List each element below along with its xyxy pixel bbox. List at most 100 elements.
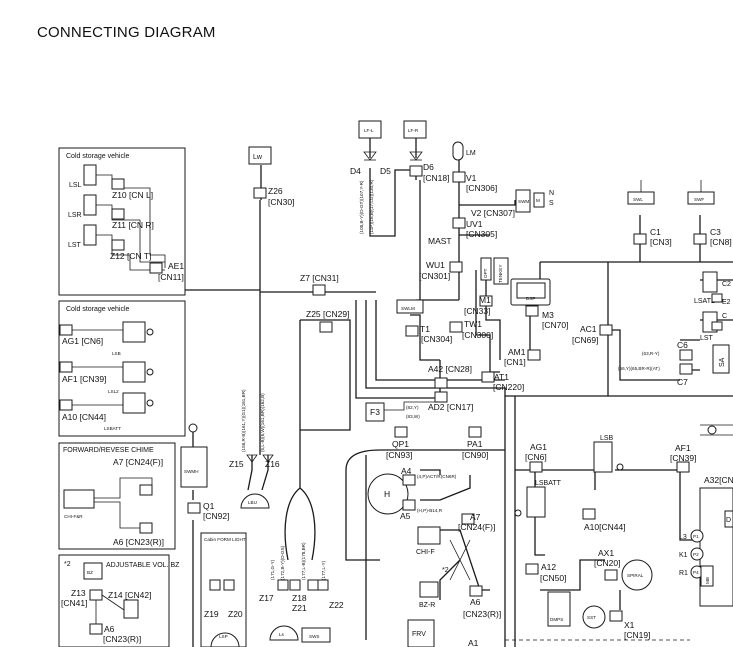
svg-text:PA1: PA1 xyxy=(467,439,483,449)
svg-text:SPIRAL: SPIRAL xyxy=(627,573,644,578)
ae1-connector: [CN11] xyxy=(158,272,184,282)
ae1-label: AE1 xyxy=(168,261,184,271)
ag1-left-label: AG1 [CN6] xyxy=(62,336,103,346)
chime-box: FORWARD/REVESE CHIME CHI-F&R A7 [CN24(F)… xyxy=(58,442,176,550)
svg-text:Z18: Z18 xyxy=(292,593,307,603)
svg-text:TENKEY: TENKEY xyxy=(498,265,503,283)
svg-text:(177,L-Y): (177,L-Y) xyxy=(321,560,326,580)
star-note: *2 xyxy=(64,561,71,568)
svg-text:SWF: SWF xyxy=(694,197,704,202)
svg-text:SA: SA xyxy=(719,357,726,367)
svg-text:TW1: TW1 xyxy=(464,319,482,329)
svg-text:R1: R1 xyxy=(679,570,688,577)
sst-sensor: SST X1 [CN19] xyxy=(582,605,650,640)
svg-text:A1: A1 xyxy=(468,638,479,647)
lsbatt-switch: LSBATT A10[CN44] xyxy=(514,480,626,532)
svg-text:[CN23(R)]: [CN23(R)] xyxy=(463,609,501,619)
svg-text:A7: A7 xyxy=(470,512,481,522)
lsl2-label: LSL2 xyxy=(108,389,119,394)
svg-text:Z26: Z26 xyxy=(268,186,283,196)
svg-text:[CN305]: [CN305] xyxy=(466,229,497,239)
svg-text:(H,P)-B14,R: (H,P)-B14,R xyxy=(417,508,443,513)
svg-text:[CN6]: [CN6] xyxy=(525,452,547,462)
svg-text:(4,P)ACT/R(CN6R): (4,P)ACT/R(CN6R) xyxy=(417,474,457,479)
v2-sw-block: SWM M S N V2 [CN307] xyxy=(471,189,554,218)
svg-text:AC1: AC1 xyxy=(580,324,597,334)
svg-text:[CN24(F)]: [CN24(F)] xyxy=(458,522,495,532)
svg-text:[CN30]: [CN30] xyxy=(268,197,294,207)
svg-text:[CN90]: [CN90] xyxy=(462,450,488,460)
cold-storage-box-2: Cold storage vehicle AG1 [CN6] AF1 [CN39… xyxy=(58,300,186,437)
af1-left-label: AF1 [CN39] xyxy=(62,374,106,384)
svg-text:[CN18]: [CN18] xyxy=(423,173,449,183)
svg-text:LSBATT: LSBATT xyxy=(535,480,562,487)
svg-text:C2: C2 xyxy=(722,281,731,288)
svg-text:A42 [CN28]: A42 [CN28] xyxy=(428,364,472,374)
svg-text:Z17: Z17 xyxy=(259,593,274,603)
svg-text:[CN3]: [CN3] xyxy=(650,237,672,247)
tw1-connector: TW1 [CN300] xyxy=(449,319,493,340)
z26-connector: Z26 [CN30] xyxy=(253,186,294,207)
cold-storage-box-1: Cold storage vehicle LSL LSR LST Z10 [CN… xyxy=(58,147,186,296)
swmh-switch: SWMH Q1 [CN92] xyxy=(180,423,229,521)
cabin-light-box: Cabin FORM LIGHT Z19 Z20 LSP xyxy=(200,532,247,647)
svg-text:SWLM: SWLM xyxy=(401,306,415,311)
page-title: CONNECTING DIAGRAM xyxy=(37,24,216,41)
svg-text:K1: K1 xyxy=(679,552,688,559)
ag1-connector: AG1 [CN6] xyxy=(525,442,547,473)
svg-text:[CN39]: [CN39] xyxy=(670,453,696,463)
right-upper-switches: C2 E2 C LSAT2 LST xyxy=(694,271,731,342)
svg-text:BZ-R: BZ-R xyxy=(419,602,435,609)
svg-text:Z16: Z16 xyxy=(265,459,280,469)
display-unit: DSP M3 [CN70] xyxy=(510,278,568,330)
svg-text:C: C xyxy=(722,313,727,320)
svg-text:WU1: WU1 xyxy=(426,260,445,270)
v1-connector: V1 [CN306] xyxy=(452,171,497,193)
svg-text:(66,Y)(65,BR-R)(AT): (66,Y)(65,BR-R)(AT) xyxy=(618,366,660,371)
a6-left-label: A6 [CN23(R)] xyxy=(113,537,164,547)
lsb-switch: LSB xyxy=(593,435,624,473)
d4-d5-diodes: D4 D5 (108,B-Y)(D-GT)(107,Y-R) (11P)(16,… xyxy=(350,151,423,234)
svg-text:D6: D6 xyxy=(423,162,434,172)
svg-text:A12: A12 xyxy=(541,562,556,572)
svg-text:FRV: FRV xyxy=(412,631,426,638)
dmps-switch: DMPS xyxy=(547,591,571,627)
chi-fr-label: CHI-F&R xyxy=(64,514,83,519)
svg-text:LF-R: LF-R xyxy=(408,128,419,133)
svg-text:UV1: UV1 xyxy=(466,219,483,229)
svg-text:D: D xyxy=(726,517,731,524)
svg-text:P1: P1 xyxy=(693,534,699,539)
svg-text:[CN300]: [CN300] xyxy=(462,330,493,340)
lsr-label: LSR xyxy=(68,212,82,219)
svg-text:(172,B-Y)(D-GS): (172,B-Y)(D-GS) xyxy=(280,545,285,580)
svg-text:C1: C1 xyxy=(650,227,661,237)
am1-connector: AM1 [CN1] xyxy=(504,347,541,367)
a6b-label: A6 xyxy=(104,624,115,634)
lamp-panel: L3 K1 R1 P1 P2 P4 MB xyxy=(679,529,714,587)
svg-text:[CN20]: [CN20] xyxy=(594,558,620,568)
svg-text:(82,Y): (82,Y) xyxy=(406,405,419,410)
svg-text:M3: M3 xyxy=(542,310,554,320)
chime-f: CHI-F A7 [CN24(F)] *2 xyxy=(416,512,495,581)
svg-text:*2: *2 xyxy=(442,567,449,574)
z15-z16-block: (158,R-B)(161,Y)(G1)(161,BR) (5,L-B)(6,W… xyxy=(229,389,280,509)
f3-fuse: F3 (82,Y) (83,W) xyxy=(365,401,438,422)
a42-connector: A42 [CN28] xyxy=(428,364,472,389)
bz-title: ADJUSTABLE VOL. BZ xyxy=(106,562,180,569)
buzzer-r: BZ-R A6 [CN23(R)] xyxy=(419,581,501,619)
svg-text:N: N xyxy=(549,190,554,197)
svg-text:A6: A6 xyxy=(470,597,481,607)
svg-text:LSAT2: LSAT2 xyxy=(694,298,715,305)
ax1-connector: AX1 [CN20] SPIRAL xyxy=(594,548,653,591)
svg-text:SWM: SWM xyxy=(518,199,529,204)
svg-text:Z19: Z19 xyxy=(204,609,219,619)
svg-text:H: H xyxy=(384,489,390,499)
svg-text:(11P)(16,B)(17,LG)(130,R): (11P)(16,B)(17,LG)(130,R) xyxy=(369,179,374,234)
lsbatt2-label: LSBATT xyxy=(104,426,121,431)
svg-text:LF-L: LF-L xyxy=(364,128,374,133)
svg-text:A5: A5 xyxy=(400,511,411,521)
svg-text:C7: C7 xyxy=(677,377,688,387)
z12-label: Z12 [CN T] xyxy=(110,251,151,261)
swlm-switch: SWLM T1 [CN304] xyxy=(396,299,452,344)
